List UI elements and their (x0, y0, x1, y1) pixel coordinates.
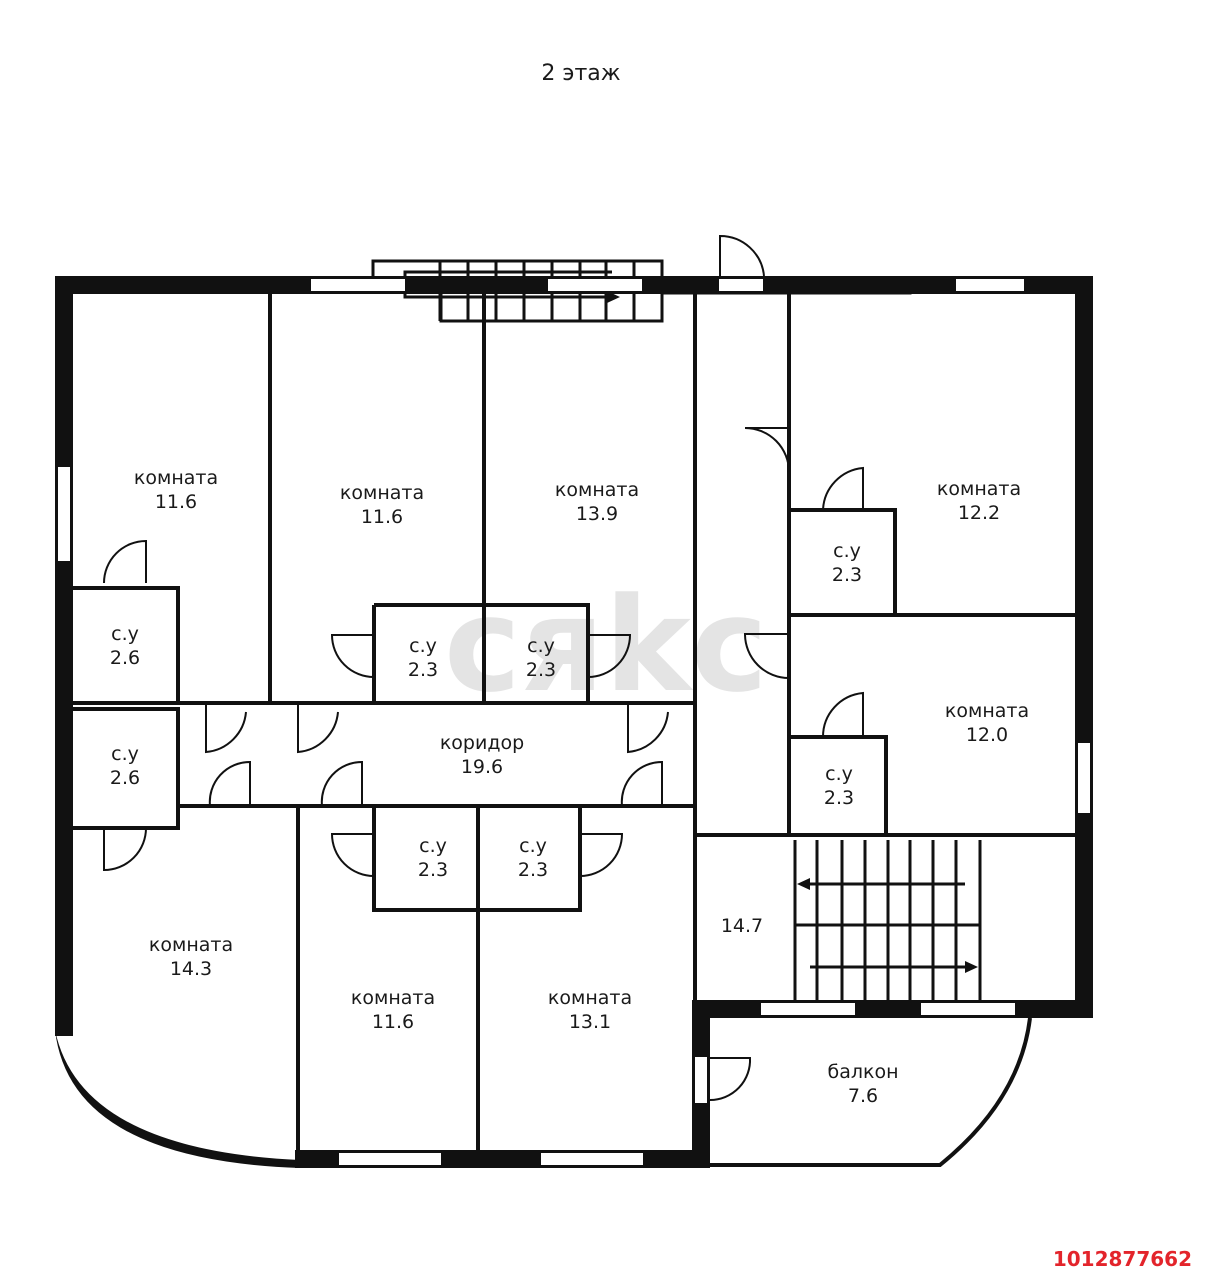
room-r5-name: комната (945, 700, 1029, 722)
room-r3-area: 13.9 (576, 503, 618, 525)
interior-walls (73, 294, 1075, 1167)
room-r2-name: комната (340, 482, 424, 504)
bath2-name: с.у (111, 743, 139, 765)
bath1-area: 2.6 (110, 647, 140, 669)
room-r6-area: 14.3 (170, 958, 212, 980)
doors (103, 234, 864, 1102)
balcony-area: 7.6 (848, 1085, 878, 1107)
room-r7-name: комната (351, 987, 435, 1009)
room-r5-area: 12.0 (966, 724, 1008, 746)
room-r6-name: комната (149, 934, 233, 956)
room-r2-area: 11.6 (361, 506, 403, 528)
room-r1-area: 11.6 (155, 491, 197, 513)
bath7-name: с.у (419, 835, 447, 857)
bath2-area: 2.6 (110, 767, 140, 789)
corridor-name: коридор (440, 732, 524, 754)
bath7-area: 2.3 (418, 859, 448, 881)
bath6-area: 2.3 (824, 787, 854, 809)
balcony-name: балкон (827, 1061, 898, 1083)
bath4-name: с.у (527, 635, 555, 657)
room-r8-area: 13.1 (569, 1011, 611, 1033)
bath5-name: с.у (833, 540, 861, 562)
bath5-area: 2.3 (832, 564, 862, 586)
bath3-area: 2.3 (408, 659, 438, 681)
bath3-name: с.у (409, 635, 437, 657)
bath6-name: с.у (825, 763, 853, 785)
bath1-name: с.у (111, 623, 139, 645)
corridor-area: 19.6 (461, 756, 503, 778)
listing-id: 1012877662 (1053, 1247, 1192, 1271)
walls (55, 276, 1093, 1168)
bath8-area: 2.3 (518, 859, 548, 881)
room-r3-name: комната (555, 479, 639, 501)
room-labels: комната 11.6 комната 11.6 комната 13.9 к… (110, 467, 1029, 1107)
room-r7-area: 11.6 (372, 1011, 414, 1033)
lower-staircase (793, 840, 982, 1000)
room-r8-name: комната (548, 987, 632, 1009)
floor-title: 2 этаж (541, 61, 620, 86)
hall-area: 14.7 (721, 915, 763, 937)
bath8-name: с.у (519, 835, 547, 857)
watermark: cяkc (444, 569, 768, 721)
windows (56, 277, 1092, 1167)
room-r4-area: 12.2 (958, 502, 1000, 524)
bath4-area: 2.3 (526, 659, 556, 681)
room-r4-name: комната (937, 478, 1021, 500)
room-r1-name: комната (134, 467, 218, 489)
